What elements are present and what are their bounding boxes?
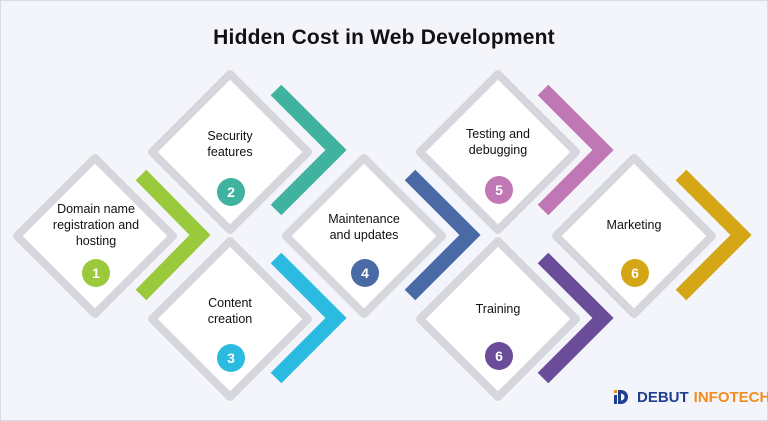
step-number-badge: 5 [485, 176, 513, 204]
step-label-training: Training [475, 302, 521, 316]
step-number-badge: 6 [485, 342, 513, 370]
card-training [416, 237, 580, 401]
step-label-testing: Testing and debugging [466, 127, 530, 157]
brand-name-secondary: INFOTECH [693, 388, 768, 406]
chevron-5 [537, 84, 614, 216]
chevron-6-training [537, 252, 614, 384]
card-domain [13, 154, 177, 318]
step-label-maintenance: Maintenance and updates [328, 212, 400, 242]
brand-logo: DEBUT INFOTECH [612, 387, 768, 407]
step-number-badge: 1 [82, 259, 110, 287]
chevron-3 [270, 252, 347, 384]
step-label-domain: Domain name registration and hosting [52, 202, 140, 248]
step-number-badge: 2 [217, 178, 245, 206]
card-testing [416, 70, 580, 234]
chevron-4 [404, 169, 481, 301]
chevron-1 [135, 169, 211, 301]
step-number-badge: 6 [621, 259, 649, 287]
step-label-content: Content creation [207, 296, 253, 326]
card-marketing [552, 154, 716, 318]
step-label-marketing: Marketing [606, 218, 662, 232]
step-label-security: Security features [207, 129, 253, 159]
card-maintenance [282, 154, 446, 318]
card-content [148, 237, 312, 401]
brand-mark-icon [614, 390, 628, 404]
step-number-badge: 3 [217, 344, 245, 372]
diagram-title: Hidden Cost in Web Development [213, 26, 555, 49]
card-security [148, 70, 312, 234]
brand-name-primary: DEBUT [637, 388, 689, 406]
step-number-badge: 4 [351, 259, 379, 287]
chevron-2 [270, 84, 347, 216]
chevron-6-marketing [675, 169, 752, 301]
